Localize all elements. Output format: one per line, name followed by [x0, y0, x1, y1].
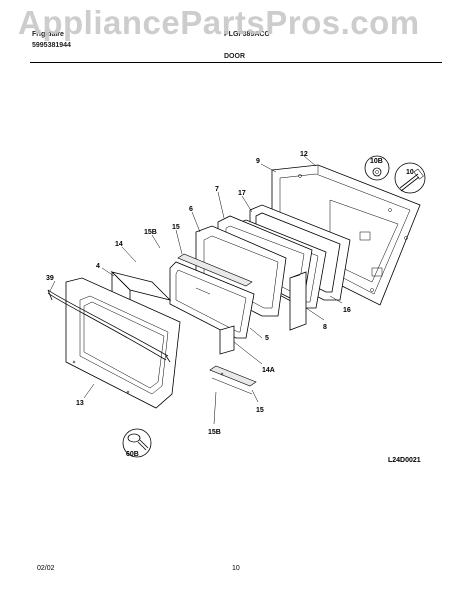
watermark-logo: AppliancePartsPros.com [18, 4, 420, 41]
callout-12: 12 [300, 151, 308, 158]
callout-13: 13 [76, 400, 84, 407]
part-glass-panel [169, 261, 255, 339]
footer-date: 02/02 [37, 565, 55, 572]
callout-15-bottom: 15 [256, 407, 264, 414]
callout-14a: 14A [262, 367, 275, 374]
figure-id: L24D0021 [388, 457, 421, 464]
callout-10b: 10B [370, 158, 383, 165]
header-model-number: PLGF389ACC [224, 31, 270, 38]
footer-page-number: 10 [232, 565, 240, 572]
callout-4: 4 [96, 263, 100, 270]
callout-6: 6 [189, 206, 193, 213]
part-insulation-block [289, 271, 307, 331]
leader-lines [49, 155, 343, 425]
callout-7: 7 [215, 186, 219, 193]
callout-15-top: 15 [172, 224, 180, 231]
callout-17: 17 [238, 190, 246, 197]
part-outer-door-panel [65, 277, 181, 409]
callout-60b: 60B [126, 451, 139, 458]
header-section-title: DOOR [224, 53, 245, 60]
callout-5: 5 [265, 335, 269, 342]
callout-14: 14 [115, 241, 123, 248]
part-washer-callout [364, 155, 390, 181]
callout-39: 39 [46, 275, 54, 282]
header-brand: Frigidaire [32, 31, 64, 38]
part-small-pad [219, 325, 235, 355]
callout-10: 10 [406, 169, 414, 176]
header-publication-number: 5995381944 [32, 42, 71, 49]
callout-9: 9 [256, 158, 260, 165]
callout-15b-top: 15B [144, 229, 157, 236]
header-rule [30, 62, 442, 63]
part-door-handle [47, 289, 171, 363]
part-screw-callout [394, 162, 426, 194]
callout-15b-bottom: 15B [208, 429, 221, 436]
part-screw-60b [122, 428, 152, 458]
callout-16: 16 [343, 307, 351, 314]
part-bottom-trim [209, 365, 257, 395]
callout-8: 8 [323, 324, 327, 331]
